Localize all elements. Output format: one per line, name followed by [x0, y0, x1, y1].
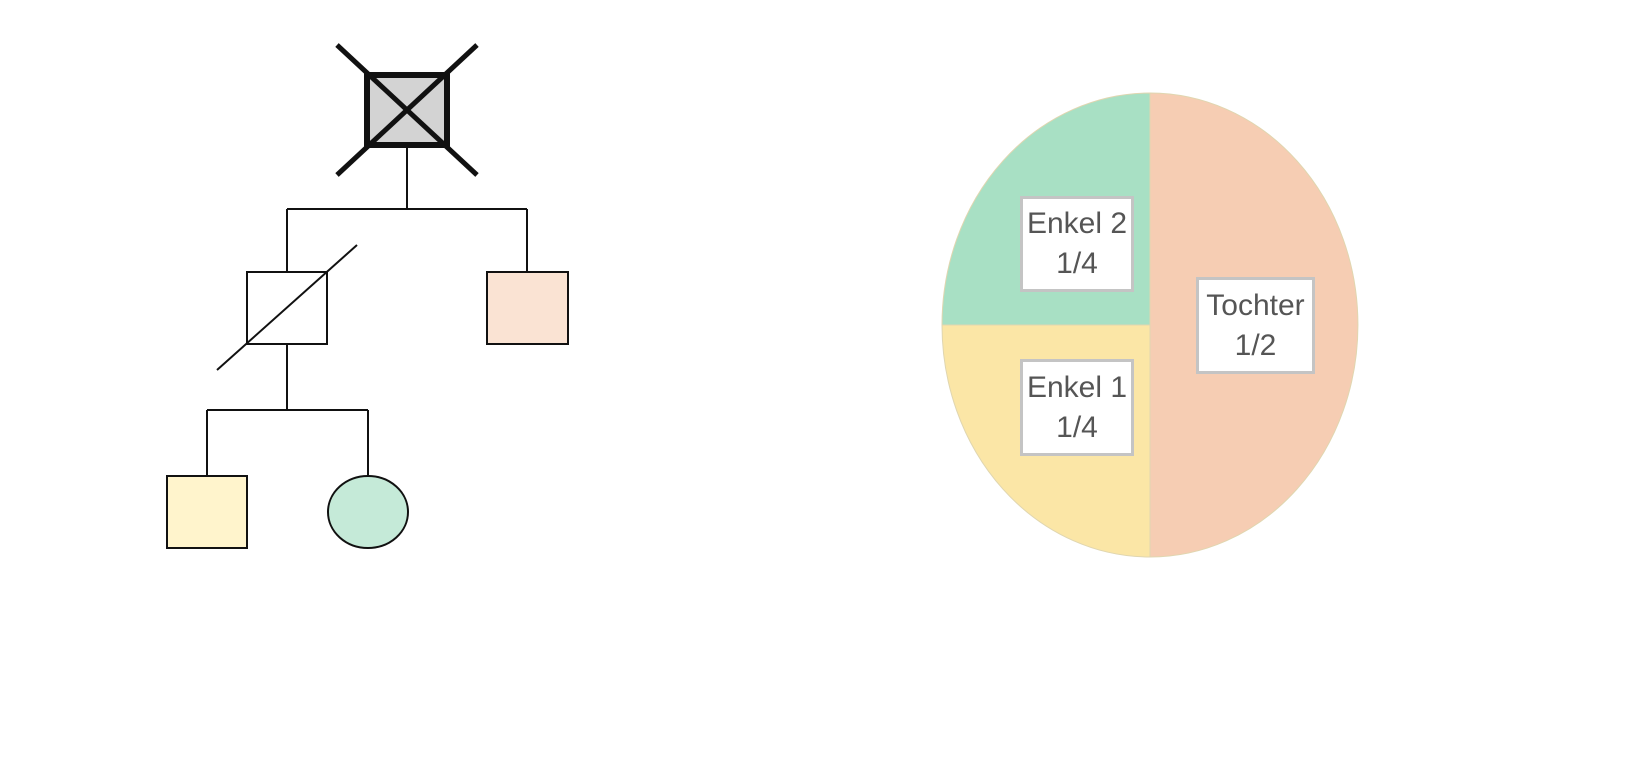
slice-share: 1/2 [1234, 328, 1277, 362]
slice-share: 1/4 [1056, 247, 1098, 280]
slice-name: Tochter [1206, 288, 1305, 322]
deceased-cross-line [335, 43, 479, 177]
slice-share: 1/4 [1056, 410, 1098, 444]
grandchild-1-square [166, 475, 248, 549]
grandchild-2-circle [327, 475, 409, 549]
deceased-slash [216, 244, 358, 371]
label-enkel-1: Enkel 1 1/4 [1020, 359, 1134, 456]
daughter-square [486, 271, 569, 345]
label-enkel-2: Enkel 2 1/4 [1020, 196, 1134, 292]
label-tochter: Tochter 1/2 [1196, 277, 1315, 374]
deceased-testator-symbol [335, 43, 479, 177]
family-tree [166, 43, 569, 549]
slice-name: Enkel 1 [1026, 370, 1128, 404]
slice-name: Enkel 2 [1026, 207, 1128, 240]
